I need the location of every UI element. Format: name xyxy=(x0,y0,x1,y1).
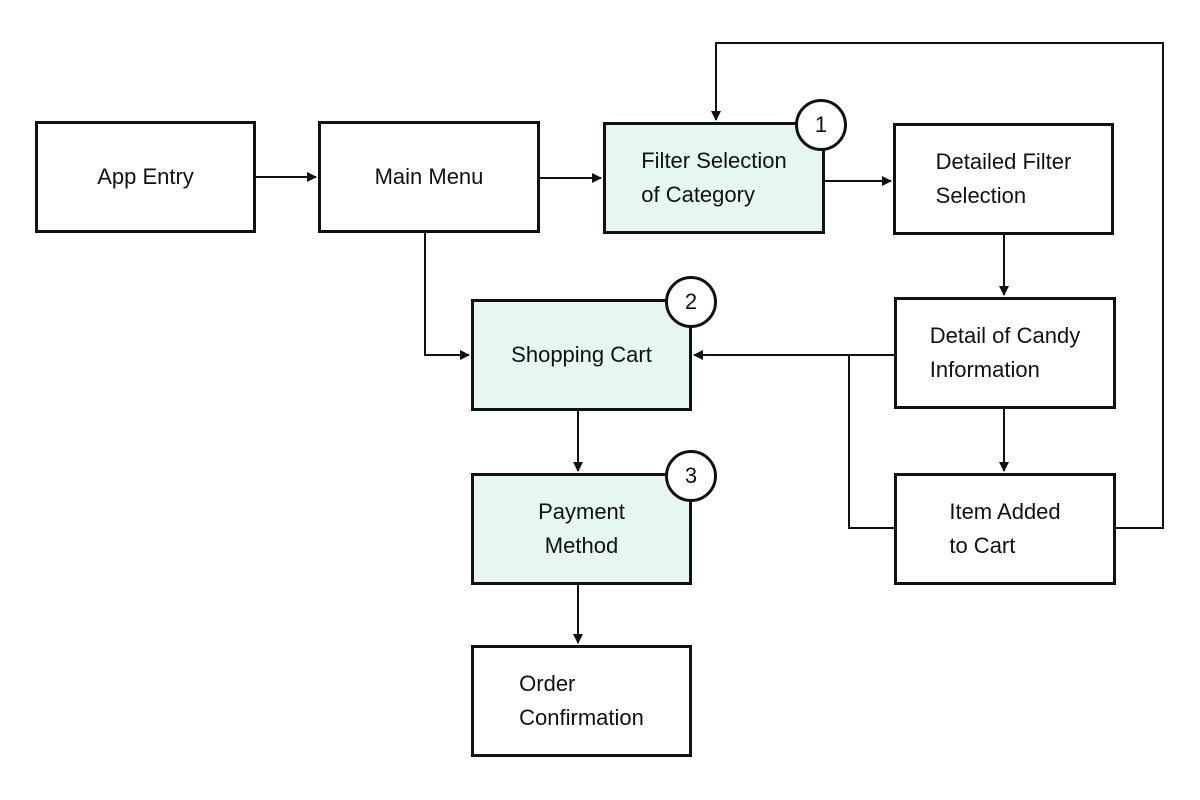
node-detailed-filter-selection: Detailed Filter Selection xyxy=(893,123,1114,235)
step-badge-2: 2 xyxy=(665,276,717,328)
arrow-main-menu-to-shopping-cart xyxy=(424,233,470,360)
node-app-entry: App Entry xyxy=(35,121,256,233)
node-label: Order Confirmation xyxy=(519,671,644,730)
node-label: Filter Selection of Category xyxy=(641,148,787,207)
connector-item-added-to-cart-line xyxy=(848,355,894,529)
node-filter-selection-category: Filter Selection of Category xyxy=(603,122,825,234)
step-badge-1: 1 xyxy=(795,99,847,151)
node-label: Payment Method xyxy=(538,499,625,558)
node-order-confirmation: Order Confirmation xyxy=(471,645,692,757)
node-item-added-to-cart: Item Added to Cart xyxy=(894,473,1116,585)
node-label: Detailed Filter Selection xyxy=(935,149,1072,208)
node-label: Item Added to Cart xyxy=(949,499,1061,558)
arrow-item-added-loop-to-filter-category xyxy=(711,42,1164,529)
node-label: Detail of Candy Information xyxy=(929,323,1081,382)
step-badge-3: 3 xyxy=(665,450,717,502)
node-label: App Entry xyxy=(97,164,194,189)
node-payment-method: Payment Method xyxy=(471,473,692,585)
node-label: Main Menu xyxy=(374,164,484,189)
node-candy-information: Detail of Candy Information xyxy=(894,297,1116,409)
node-shopping-cart: Shopping Cart xyxy=(471,299,692,411)
node-label: Shopping Cart xyxy=(511,342,652,367)
node-main-menu: Main Menu xyxy=(318,121,540,233)
